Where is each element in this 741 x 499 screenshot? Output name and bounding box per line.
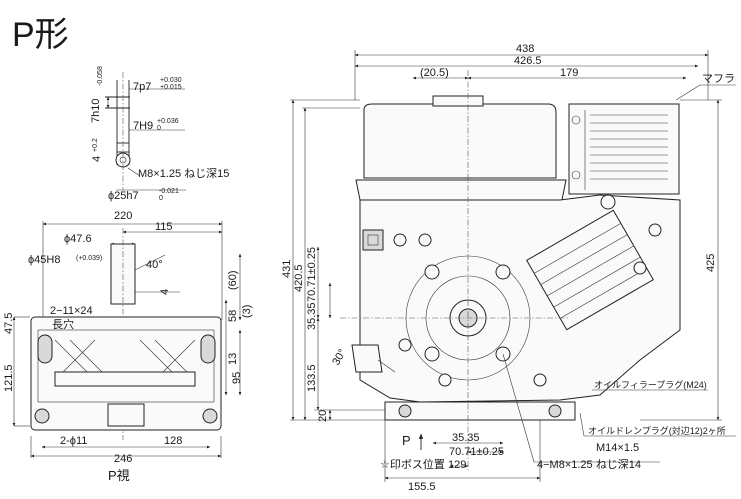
dim-7h10-tol: -0.058 xyxy=(97,66,104,86)
dim-7H9: 7H9 xyxy=(133,120,153,132)
dim-7h10: 7h10 xyxy=(90,99,102,123)
dim-420-5: 420.5 xyxy=(293,264,305,292)
p-view: 220 115 ϕ47.6 ϕ45H8 (+0.039) 40° 4 (60) … xyxy=(3,210,253,483)
dim-3: (3) xyxy=(241,305,253,318)
p-arrow-label: P xyxy=(402,433,411,448)
dim-phi47-6: ϕ47.6 xyxy=(64,233,92,245)
dim-13: 13 xyxy=(227,353,239,365)
bolt-holes-callout: 4−M8×1.25 ねじ深14 xyxy=(537,458,641,471)
dim-4-p: 4 xyxy=(159,289,171,295)
dim-128: 128 xyxy=(164,435,182,447)
dim-115: 115 xyxy=(155,221,173,233)
dim-58: 58 xyxy=(227,310,239,322)
dim-7p7-tol-upper: +0.030 xyxy=(160,77,182,84)
dim-129: 129 xyxy=(448,459,466,471)
dim-220: 220 xyxy=(114,210,132,222)
dim-95: 95 xyxy=(231,372,243,384)
dim-70-71-horizontal: 70.71±0.25 xyxy=(449,446,504,458)
dim-30-deg: 30° xyxy=(330,347,349,367)
dim-35-35-horizontal: 35.35 xyxy=(452,432,480,444)
dim-47-5: 47.5 xyxy=(3,313,15,334)
dim-133-5: 133.5 xyxy=(306,364,318,392)
dim-40-deg: 40° xyxy=(146,259,163,271)
dim-20: 20 xyxy=(317,410,329,422)
shaft-diameter: ϕ25h7 xyxy=(108,190,139,202)
dim-20-5: (20.5) xyxy=(420,67,449,79)
dim-4-keyway: 4 xyxy=(91,156,103,162)
slot-note: 長穴 xyxy=(52,317,74,331)
dim-7H9-tol: +0.036 xyxy=(157,118,179,125)
dim-179: 179 xyxy=(560,67,578,79)
shaft-diameter-tol2: 0 xyxy=(159,195,163,202)
dim-7p7-tol-lower: +0.015 xyxy=(160,84,182,91)
dim-121-5: 121.5 xyxy=(3,364,15,392)
boss-position-label: ☆印ボス位置 xyxy=(380,457,445,471)
shaft-diameter-tol: -0.021 xyxy=(159,188,179,195)
dim-7p7: 7p7 xyxy=(133,81,151,93)
hole-callout: 2-ϕ11 xyxy=(60,435,87,447)
oil-filler-label: オイルフィラープラグ(M24) xyxy=(594,379,707,390)
drawing-title: P形 xyxy=(12,16,69,54)
dim-phi45-tol: (+0.039) xyxy=(76,255,102,262)
thread-callout: M8×1.25 ねじ深15 xyxy=(138,167,229,180)
dim-phi45: ϕ45H8 xyxy=(28,254,60,266)
dim-438: 438 xyxy=(516,43,534,55)
dim-246: 246 xyxy=(114,453,132,465)
drain-thread: M14×1.5 xyxy=(596,442,639,454)
muffler-label: マフラ xyxy=(702,73,735,85)
oil-drain-label: オイルドレンプラグ(対辺12)2ヶ所 xyxy=(588,425,726,436)
dim-4-keyway-tol: +0.2 xyxy=(92,138,99,152)
dim-35-35-vertical: 35.35 xyxy=(306,302,318,330)
dim-425: 425 xyxy=(705,254,717,272)
front-view: 438 426.5 (20.5) 179 マフラ 431 420.5 70.71… xyxy=(281,43,736,493)
dim-426-5: 426.5 xyxy=(514,55,542,67)
shaft-detail: 7h10 -0.058 7p7 +0.030 +0.015 7H9 +0.036… xyxy=(90,66,229,202)
dim-70-71-vertical: 70.71±0.25 xyxy=(306,247,318,302)
p-view-label: P視 xyxy=(108,468,130,483)
dim-155-5: 155.5 xyxy=(408,481,436,493)
slot-size: 2−11×24 xyxy=(50,305,93,317)
dim-7H9-tol2: 0 xyxy=(157,125,161,132)
dim-431: 431 xyxy=(281,260,293,278)
dim-60: (60) xyxy=(227,270,239,290)
